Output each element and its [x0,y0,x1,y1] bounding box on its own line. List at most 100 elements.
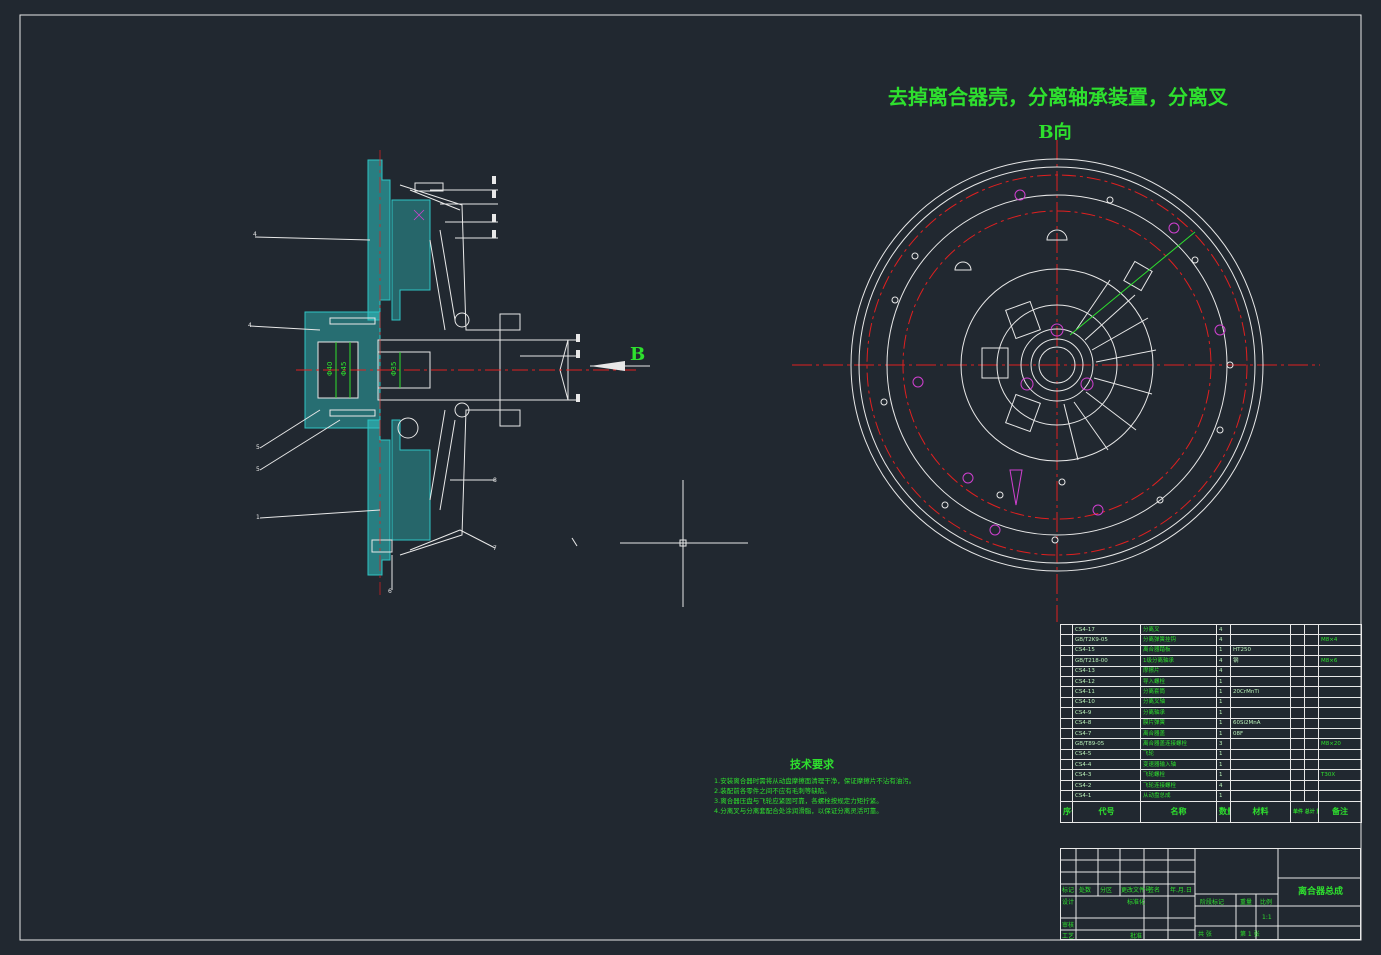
bom-cell [1060,727,1073,740]
tb-drawing-name: 离合器总成 [1298,887,1344,897]
bom-cell: M8×20 [1318,738,1362,750]
bom-cell [1060,686,1073,698]
flywheel-upper [367,159,391,321]
leader-label-6: 6 [388,588,392,595]
bom-cell [1290,779,1305,792]
bom-cell [1304,707,1319,719]
bom-cell: 4 [1216,634,1231,646]
title-block [1060,848,1361,940]
bom-cell: 1 [1216,748,1231,761]
bom-cell: 1 [1216,769,1231,781]
bom-cell [1060,779,1073,792]
bom-cell [1290,759,1305,771]
bom-cell: 1 [1216,727,1231,740]
tb-sheets: 共 张 [1198,931,1212,938]
tb-stage-mark: 阶段标记 [1200,899,1225,906]
bom-cell: M8×6 [1318,655,1362,667]
bom-cell [1290,769,1305,781]
bom-cell [1304,665,1319,677]
leader-4-lower [249,325,321,331]
bom-cell [1290,790,1305,802]
bom-cell [1290,696,1305,709]
bom-cell: 1级分离轴承 [1140,655,1217,667]
bom-cell [1060,748,1073,761]
leader-label-3: 5 [256,444,260,451]
tech-note: 2.装配前各零件之间不应有毛刺等缺陷。 [714,787,831,795]
bom-cell: 20CrMnTi [1230,686,1291,698]
cursor-crosshair [620,480,748,607]
bom-cell: CS4-9 [1072,707,1141,719]
bom-cell: M8×4 [1318,634,1362,646]
view-arrow-head [590,361,625,371]
bom-header-name: 名称 [1140,800,1217,823]
bom-cell: GB/T89-05 [1072,738,1141,750]
bom-cell [1304,759,1319,771]
bom-cell [1060,665,1073,677]
bom-header-material: 材料 [1230,800,1291,823]
pressure-plate-upper [391,199,431,321]
tb-approve: 批准 [1130,933,1143,940]
bom-cell [1060,707,1073,719]
bom-cell [1290,644,1305,657]
bom-header-code: 代号 [1072,800,1141,823]
arrow-label-b: B [630,344,645,365]
tb-scale-value: 1:1 [1262,914,1272,921]
bom-cell: 60Si2MnA [1230,717,1291,729]
bolt-lower [329,409,376,417]
bom-cell [1060,634,1073,646]
bom-cell [1230,634,1291,646]
tb-process: 工艺 [1062,933,1075,940]
bom-cell: 离合器踏板 [1140,644,1217,657]
bom-cell: 4 [1216,623,1231,636]
bom-cell [1060,696,1073,709]
bom-cell: CS4-13 [1072,665,1141,677]
bom-cell: 分离轴承 [1140,707,1217,719]
bom-cell [1060,644,1073,657]
bom-cell [1304,727,1319,740]
bom-cell [1304,696,1319,709]
bom-cell: 飞轮连接螺栓 [1140,779,1217,792]
hub-circle [1030,338,1084,392]
bom-cell: CS4-1 [1072,790,1141,802]
bom-cell [1304,655,1319,667]
bom-cell: 1 [1216,790,1231,802]
bom-cell [1230,665,1291,677]
bom-header-qty: 数量 [1216,800,1231,823]
bom-cell [1230,707,1291,719]
tech-requirements-list: 1.安装离合器时需将从动盘摩擦面清理干净，保证摩擦片不沾有油污。 2.装配前各零… [714,776,924,816]
bom-cell: CS4-12 [1072,675,1141,688]
bom-cell [1318,759,1362,771]
bom-cell: 分离叉 [1140,623,1217,636]
bom-cell [1304,686,1319,698]
tb-sign: 签名 [1148,887,1161,894]
bom-cell: 离合器盖连接螺栓 [1140,738,1217,750]
bom-cell [1290,717,1305,729]
tb-date: 年.月.日 [1170,887,1192,894]
bom-cell [1304,717,1319,729]
tb-standard: 标准化 [1127,899,1146,906]
drawing-frame [19,14,1362,941]
bom-cell: 离合器盖 [1140,727,1217,740]
bom-cell [1060,790,1073,802]
drawing-title: 去掉离合器壳，分离轴承装置，分离叉 [888,85,1229,109]
tb-weight: 重量 [1240,899,1253,906]
bom-cell: CS4-2 [1072,779,1141,792]
bom-cell [1230,748,1291,761]
bom-cell: 飞轮 [1140,748,1217,761]
diaphragm-spring [429,229,456,511]
bom-cell: HT250 [1230,644,1291,657]
bom-cell [1318,707,1362,719]
bom-cell: 3 [1216,738,1231,750]
tb-sheet: 第 1 张 [1240,931,1260,938]
bom-cell: 1 [1216,675,1231,688]
